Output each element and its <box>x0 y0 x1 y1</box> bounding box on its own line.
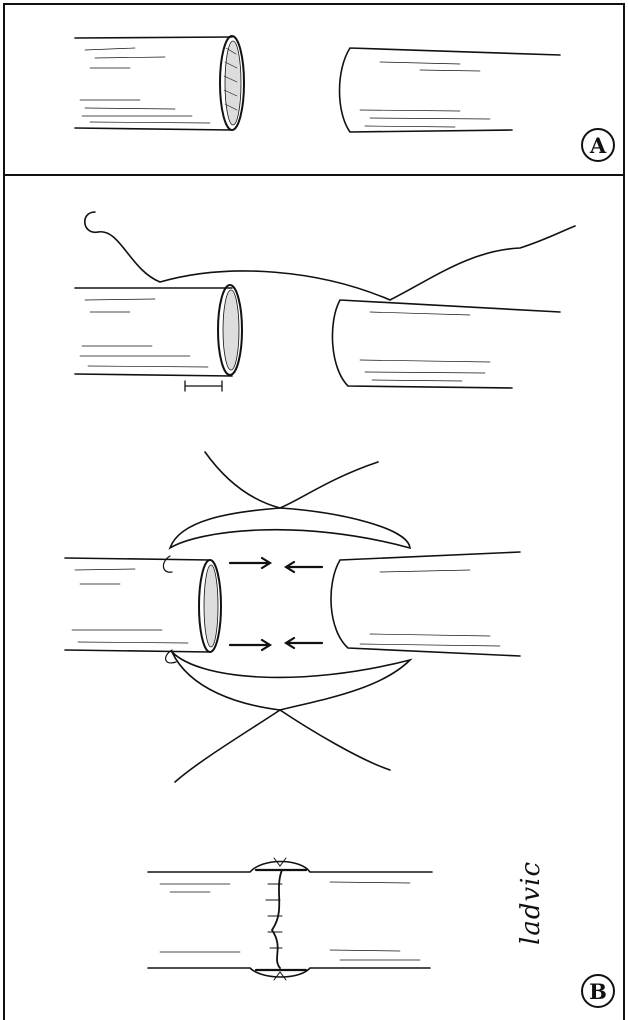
panel-a-right-nerve-end <box>340 48 561 132</box>
panel-b-approximation <box>65 452 520 782</box>
panel-label-b: B <box>581 974 615 1008</box>
artist-signature: ladvic <box>516 861 546 945</box>
panel-b-needle-and-suture <box>75 212 575 391</box>
panel-a-left-nerve-end <box>75 36 244 130</box>
panel-b-completed-repair <box>148 858 432 980</box>
panel-label-a: A <box>581 128 615 162</box>
